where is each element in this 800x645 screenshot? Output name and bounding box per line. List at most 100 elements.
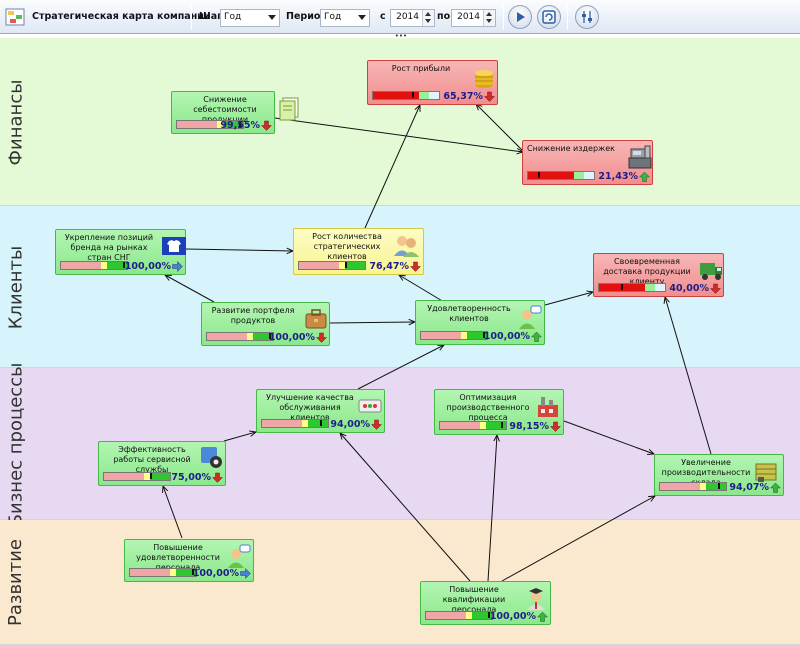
arrow	[563, 420, 654, 454]
toolbar-divider	[191, 4, 192, 30]
to-year-input[interactable]: 2014	[451, 9, 496, 27]
trend-up-icon	[530, 331, 543, 342]
arrow	[223, 432, 256, 442]
from-year-value: 2014	[396, 12, 419, 22]
graduate-icon	[523, 585, 549, 611]
coins-icon	[471, 64, 497, 90]
trend-right-icon	[172, 260, 183, 273]
toolbar: Стратегическая карта компании Шаг: Год П…	[0, 0, 800, 34]
arrow	[476, 104, 525, 153]
arrow	[185, 249, 293, 251]
trend-down-icon	[709, 283, 722, 294]
kpi-title: Оптимизация производственного процесса	[446, 393, 530, 422]
from-year-input[interactable]: 2014	[390, 9, 435, 27]
kpi-gauge	[659, 482, 727, 491]
year-spinner[interactable]	[483, 10, 495, 26]
kpi-value: 99,55%	[220, 120, 260, 131]
arrow	[665, 297, 712, 455]
ticket-icon	[357, 393, 383, 419]
kpi-gauge-marker	[538, 172, 540, 178]
arrow	[544, 292, 593, 306]
kpi-title: Повышение удовлетворенности персонала	[136, 543, 220, 572]
trend-down-icon	[483, 91, 496, 102]
kpi-gauge-marker	[483, 332, 485, 338]
to-label: по	[437, 11, 451, 22]
kpi-title: Удовлетворенность клиентов	[427, 304, 511, 323]
arrow	[274, 117, 523, 152]
kpi-gauge	[527, 171, 595, 180]
settings-button[interactable]	[575, 5, 599, 29]
people-icon	[393, 232, 419, 258]
kpi-card-service[interactable]: Улучшение качества обслуживания клиентов…	[256, 389, 385, 433]
step-label: Шаг:	[199, 11, 226, 22]
kpi-title: Рост прибыли	[391, 64, 451, 73]
period-select[interactable]: Год	[320, 9, 370, 27]
arrow	[357, 345, 444, 390]
kpi-title: Повышение квалификации персонала	[442, 585, 506, 614]
trend-up-icon	[536, 611, 549, 622]
trend-down-icon	[260, 120, 273, 131]
person-speech-icon	[516, 304, 542, 330]
documents-icon	[277, 95, 303, 121]
kpi-value: 100,00%	[124, 261, 171, 272]
kpi-card-delivery[interactable]: Своевременная доставка продукции клиенту…	[593, 253, 724, 297]
refresh-button[interactable]	[537, 5, 561, 29]
period-label: Период:	[286, 11, 332, 22]
kpi-gauge-marker	[320, 420, 322, 426]
kpi-value: 76,47%	[369, 261, 409, 272]
kpi-gauge-marker	[501, 422, 503, 428]
kpi-card-profit[interactable]: Рост прибыли 65,37%	[367, 60, 498, 105]
kpi-gauge	[129, 568, 197, 577]
kpi-value: 100,00%	[192, 568, 239, 579]
arrow	[399, 275, 445, 303]
truck-icon	[698, 257, 724, 283]
kpi-gauge	[103, 472, 171, 481]
play-icon	[517, 12, 525, 22]
kpi-gauge-marker	[192, 569, 194, 575]
toolbar-splitter[interactable]: •••	[394, 32, 408, 40]
chevron-down-icon	[358, 15, 366, 20]
from-label: с	[380, 11, 386, 22]
kpi-card-warehouse[interactable]: Увеличение производительности склада94,0…	[654, 454, 784, 496]
refresh-icon	[542, 10, 556, 24]
kpi-gauge	[420, 331, 488, 340]
to-year-value: 2014	[457, 12, 480, 22]
toolbar-divider	[567, 4, 568, 30]
kpi-title: Улучшение качества обслуживания клиентов	[266, 393, 354, 422]
kpi-gauge-marker	[123, 262, 125, 268]
trend-down-icon	[549, 421, 562, 432]
kpi-value: 100,00%	[489, 611, 536, 622]
toolbar-divider	[503, 4, 504, 30]
step-select[interactable]: Год	[220, 9, 280, 27]
person-speech-icon	[225, 543, 251, 569]
year-spinner[interactable]	[422, 10, 434, 26]
kpi-title: Укрепление позиций бренда на рынках стра…	[64, 233, 154, 262]
kpi-value: 21,43%	[598, 171, 638, 182]
kpi-gauge	[598, 283, 666, 292]
kpi-card-brand[interactable]: Укрепление позиций бренда на рынках стра…	[55, 229, 186, 275]
arrow	[165, 275, 215, 303]
play-button[interactable]	[508, 5, 532, 29]
kpi-title: Развитие портфеля продуктов	[211, 306, 295, 325]
period-value: Год	[324, 12, 342, 22]
kpi-value: 65,37%	[443, 91, 483, 102]
arrow	[364, 105, 420, 229]
kpi-value: 75,00%	[171, 472, 211, 483]
kpi-gauge-marker	[718, 483, 720, 489]
trend-down-icon	[315, 332, 328, 343]
kpi-gauge-marker	[621, 284, 623, 290]
sliders-icon	[582, 11, 592, 23]
trend-up-icon	[638, 171, 651, 182]
trend-up-icon	[769, 482, 782, 493]
strategy-map-icon	[5, 8, 25, 26]
kpi-title: Рост количества стратегических клиентов	[312, 232, 382, 261]
